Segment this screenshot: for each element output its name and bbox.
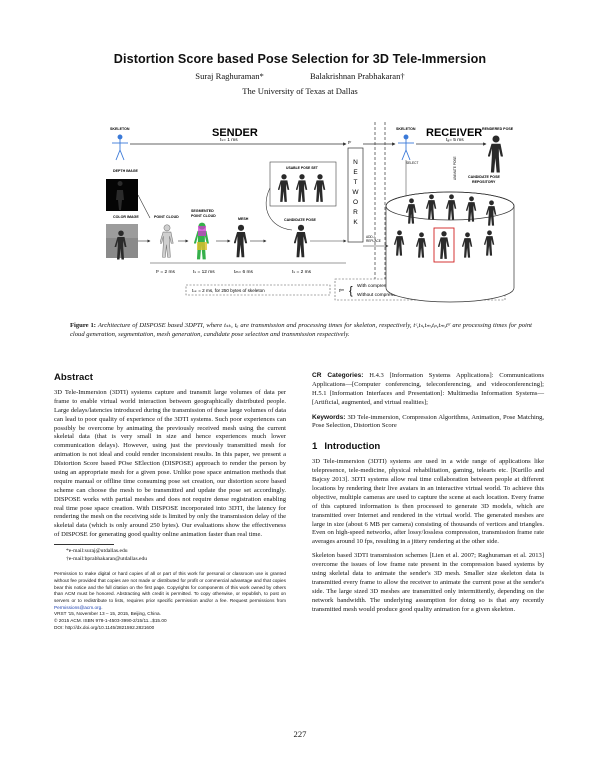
intro-paragraph-1: 3D Tele-immersion (3DTI) systems are use… xyxy=(312,458,544,546)
section-title: Introduction xyxy=(324,441,381,453)
point-cloud-figure xyxy=(160,224,174,258)
usable-pose-set-label: USABLE POSE SET xyxy=(286,166,319,170)
intro-paragraph-2: Skeleton based 3DTI transmission schemes… xyxy=(312,552,544,613)
mesh-label: MESH xyxy=(238,217,249,221)
selected-pose-highlight xyxy=(433,227,455,263)
t-s-seg-label: tₛ = 12 ms xyxy=(193,269,215,275)
authors: Suraj Raghuraman* Balakrishnan Prabhakar… xyxy=(0,71,600,81)
section-number: 1 xyxy=(312,441,318,453)
skeleton-label-left: SKELETON xyxy=(110,127,130,131)
page-number: 227 xyxy=(293,729,307,739)
t-a-label: tₐ= 5 ms xyxy=(446,137,464,143)
right-column: CR Categories: H.4.3 [Information System… xyxy=(312,372,544,618)
receiver-label: RECEIVER xyxy=(426,127,482,139)
caption-text: Architecture of DISPOSE based 3DPTI, whe… xyxy=(70,322,532,338)
author-2: Balakrishnan Prabhakaran† xyxy=(309,71,405,81)
t-m-label: tₘ= 6 ms xyxy=(234,269,253,275)
mesh-figure xyxy=(234,224,248,258)
animate-pose-label: ANIMATE POSE xyxy=(453,156,457,180)
skeleton-icon-left xyxy=(112,134,128,161)
introduction-heading: 1 Introduction xyxy=(312,441,544,452)
cr-text: H.4.3 [Information Systems Applications]… xyxy=(312,372,544,406)
t-tm-box-label: tᵗᵐ xyxy=(339,288,344,294)
cr-categories: CR Categories: H.4.3 [Information System… xyxy=(312,372,544,408)
color-image-label: COLOR IMAGE xyxy=(113,215,139,219)
candidate-pose-repository xyxy=(385,191,515,303)
caption-label: Figure 1: xyxy=(70,322,96,329)
paper-title: Distortion Score based Pose Selection fo… xyxy=(113,52,487,66)
t-s-top-label: tₛ= 1 ms xyxy=(220,137,238,143)
rendered-pose-figure xyxy=(488,135,504,173)
conference-line: VRST '15, November 13 – 15, 2015, Beijin… xyxy=(54,611,161,617)
select-label: SELECT xyxy=(406,161,418,165)
t-c-label: tᶜ = 2 ms xyxy=(156,269,175,275)
author-1: Suraj Raghuraman* xyxy=(195,71,264,81)
t-sk-label: tₛₖ = 2 ms, for 250 bytes of skeleton xyxy=(192,288,265,293)
footnote-1: *e-mail:suraj@utdallas.edu xyxy=(66,548,128,555)
skeleton-label-right: SKELETON xyxy=(396,127,416,131)
abstract-heading: Abstract xyxy=(54,372,93,383)
keywords: Keywords: 3D Tele-immersion, Compression… xyxy=(312,414,544,432)
network-box xyxy=(347,147,364,243)
footnote-rule xyxy=(54,544,114,547)
permission-notice: Permission to make digital or hard copie… xyxy=(54,571,286,630)
t-sk-box xyxy=(185,284,331,296)
add-replace-label: ADD /REPLACE xyxy=(366,235,381,243)
keywords-text: 3D Tele-immersion, Compression Algorithm… xyxy=(312,413,544,430)
sender-label: SENDER xyxy=(212,127,258,139)
t-s2-label: tₛ = 2 ms xyxy=(292,269,312,275)
footnote-2: †e-mail:bprabhakaran@utdallas.edu xyxy=(66,556,148,563)
affiliation: The University of Texas at Dallas xyxy=(242,86,358,96)
left-column: Abstract 3D Tele-Immersion (3DTI) system… xyxy=(54,372,286,631)
permission-text: Permission to make digital or hard copie… xyxy=(54,571,286,604)
figure-caption: Figure 1: Architecture of DISPOSE based … xyxy=(70,322,532,339)
permissions-email-link[interactable]: Permissions@acm.org xyxy=(54,604,102,610)
candidate-pose-figure xyxy=(294,224,308,258)
candidate-pose-label: CANDIDATE POSE xyxy=(284,218,316,222)
isbn-line: © 2015 ACM. ISBN 978-1-4503-3990-2/15/11… xyxy=(54,618,167,624)
doi-line: DOI: http://dx.doi.org/10.1145/2821592.2… xyxy=(54,624,155,630)
skeleton-icon-right xyxy=(398,134,414,161)
rendered-pose-label: RENDERED POSE xyxy=(482,127,514,131)
cr-label: CR Categories: xyxy=(312,372,364,379)
svg-text:{: { xyxy=(349,285,353,297)
segmented-point-cloud-figure xyxy=(194,222,209,260)
depth-image-label: DEPTH IMAGE xyxy=(113,169,139,173)
t-tr-label: tᵗʳ xyxy=(348,140,351,145)
point-cloud-label: POINT CLOUD xyxy=(154,215,179,219)
keywords-label: Keywords: xyxy=(312,413,346,421)
abstract-text: 3D Tele-Immersion (3DTI) systems capture… xyxy=(54,389,286,539)
